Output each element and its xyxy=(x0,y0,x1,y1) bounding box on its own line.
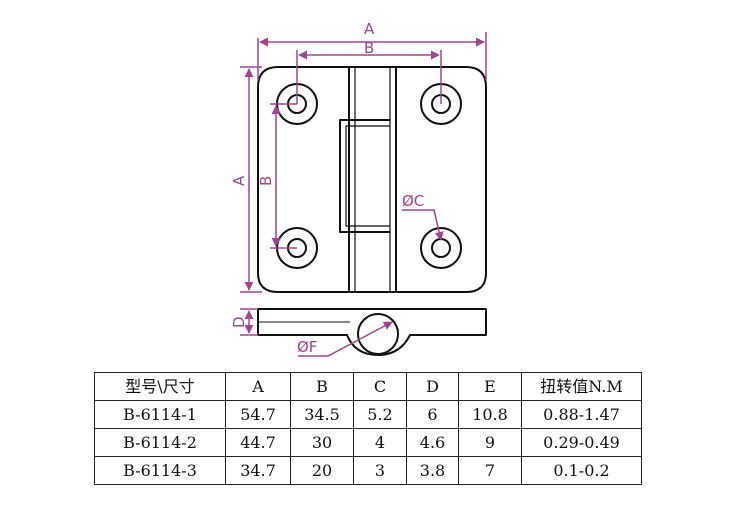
label-a-side: A xyxy=(230,175,248,186)
header-b: B xyxy=(290,372,354,401)
side-dimension-lines xyxy=(240,308,393,357)
cell-b: 34.5 xyxy=(290,400,354,429)
label-thickness-d: D xyxy=(230,316,248,328)
right-leaf-outline xyxy=(396,66,487,293)
knuckle-cutout-inner xyxy=(345,125,390,227)
label-hole-c: ØC xyxy=(402,192,424,210)
hinge-pin-side xyxy=(357,313,399,355)
cell-d: 4.6 xyxy=(406,428,459,457)
header-c: C xyxy=(353,372,407,401)
label-pin-f: ØF xyxy=(297,338,317,356)
cell-b: 20 xyxy=(290,456,354,485)
header-d: D xyxy=(406,372,459,401)
cell-torque: 0.1-0.2 xyxy=(521,456,642,485)
table-row: B-6114-1 54.7 34.5 5.2 6 10.8 0.88-1.47 xyxy=(94,400,642,429)
spec-table: 型号\尺寸 A B C D E 扭转值N.M B-6114-1 54.7 34.… xyxy=(94,372,642,485)
dimension-c-leader xyxy=(402,209,444,241)
dimension-f-leader xyxy=(298,321,393,357)
cell-torque: 0.29-0.49 xyxy=(521,428,642,457)
cell-e: 10.8 xyxy=(458,400,522,429)
cell-c: 3 xyxy=(353,456,407,485)
cell-model: B-6114-3 xyxy=(94,456,226,485)
left-leaf-outline xyxy=(257,66,349,293)
label-a-top: A xyxy=(364,20,375,38)
mounting-hole-bottom-right xyxy=(420,227,462,269)
header-torque: 扭转值N.M xyxy=(521,372,642,401)
knuckle-cutout xyxy=(339,119,390,233)
header-e: E xyxy=(458,372,522,401)
cell-d: 6 xyxy=(406,400,459,429)
cell-d: 3.8 xyxy=(406,456,459,485)
cell-torque: 0.88-1.47 xyxy=(521,400,642,429)
table-header-row: 型号\尺寸 A B C D E 扭转值N.M xyxy=(94,372,642,401)
cell-a: 34.7 xyxy=(225,456,291,485)
header-a: A xyxy=(225,372,291,401)
label-b-top: B xyxy=(364,39,374,57)
cell-e: 9 xyxy=(458,428,522,457)
table-row: B-6114-2 44.7 30 4 4.6 9 0.29-0.49 xyxy=(94,428,642,457)
cell-model: B-6114-1 xyxy=(94,400,226,429)
cell-c: 5.2 xyxy=(353,400,407,429)
side-profile-outline xyxy=(257,308,487,356)
cell-a: 54.7 xyxy=(225,400,291,429)
hinge-knuckle xyxy=(348,66,397,293)
label-b-side: B xyxy=(257,176,275,186)
dimension-lines xyxy=(240,32,487,293)
table-row: B-6114-3 34.7 20 3 3.8 7 0.1-0.2 xyxy=(94,456,642,485)
cell-c: 4 xyxy=(353,428,407,457)
cell-e: 7 xyxy=(458,456,522,485)
cell-a: 44.7 xyxy=(225,428,291,457)
cell-model: B-6114-2 xyxy=(94,428,226,457)
hinge-plate-top-view xyxy=(257,66,487,293)
hinge-side-view xyxy=(257,308,487,356)
header-model-size: 型号\尺寸 xyxy=(94,372,226,401)
cell-b: 30 xyxy=(290,428,354,457)
